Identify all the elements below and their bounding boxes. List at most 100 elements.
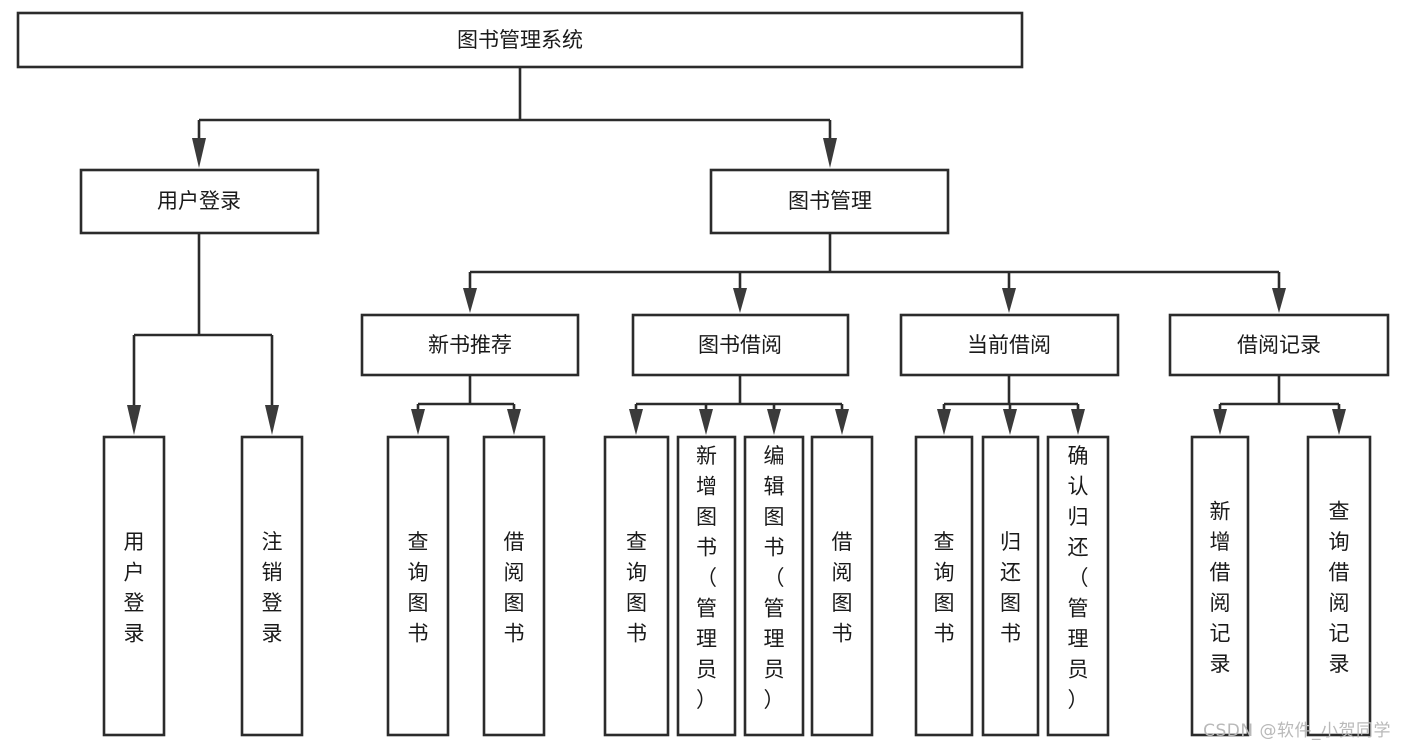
leaf-label-glyph: 图 bbox=[408, 591, 429, 615]
node-root[interactable]: 图书管理系统 bbox=[16, 11, 1024, 69]
node-borrow-record-label: 借阅记录 bbox=[1237, 333, 1321, 357]
leaf-label-glyph: 员 bbox=[1068, 658, 1089, 682]
leaf-return-book-box[interactable] bbox=[981, 435, 1040, 737]
leaf-label-glyph: 阅 bbox=[832, 560, 853, 584]
leaf-label-glyph: 查 bbox=[626, 530, 647, 554]
leaf-query-record-box[interactable] bbox=[1306, 435, 1372, 737]
leaf-label-glyph: 认 bbox=[1068, 475, 1089, 499]
leaf-label-glyph: 阅 bbox=[1210, 591, 1231, 615]
arrow-head-leaf-borrow-book bbox=[835, 409, 849, 435]
leaf-logout-box[interactable] bbox=[240, 435, 304, 737]
leaf-label-glyph: 录 bbox=[262, 621, 283, 645]
leaf-node-query-record[interactable] bbox=[1306, 435, 1372, 737]
leaf-label-glyph: 员 bbox=[764, 658, 785, 682]
leaf-node-add-book[interactable] bbox=[676, 435, 737, 737]
node-book-borrow[interactable]: 图书借阅 bbox=[631, 313, 850, 377]
arrow-head-leaf-query-book-rec bbox=[411, 409, 425, 435]
leaf-label-glyph: 管 bbox=[764, 597, 785, 621]
leaf-label-glyph: ） bbox=[764, 688, 785, 712]
leaf-borrow-book-rec-box[interactable] bbox=[482, 435, 546, 737]
leaf-label-leaf-user-login: 用户登录 bbox=[124, 530, 145, 646]
leaf-label-glyph: 图 bbox=[626, 591, 647, 615]
leaf-label-glyph: 书 bbox=[696, 536, 717, 560]
leaf-node-query-book-borrow[interactable] bbox=[603, 435, 670, 737]
leaf-label-glyph: 书 bbox=[1000, 621, 1021, 645]
leaf-label-leaf-add-record: 新增借阅记录 bbox=[1210, 499, 1231, 676]
leaf-confirm-return-box[interactable] bbox=[1046, 435, 1110, 737]
leaf-node-add-record[interactable] bbox=[1190, 435, 1250, 737]
node-borrow-record[interactable]: 借阅记录 bbox=[1168, 313, 1390, 377]
leaf-label-glyph: 管 bbox=[696, 597, 717, 621]
leaf-node-edit-book[interactable] bbox=[743, 435, 805, 737]
node-current-borrow[interactable]: 当前借阅 bbox=[899, 313, 1120, 377]
leaf-label-glyph: 销 bbox=[262, 560, 283, 584]
leaf-label-glyph: 确 bbox=[1068, 444, 1089, 468]
node-root-box[interactable] bbox=[16, 11, 1024, 69]
leaf-label-layer: 用户登录注销登录查询图书借阅图书查询图书新增图书（管理员）编辑图书（管理员）借阅… bbox=[124, 444, 1350, 712]
node-user-login-box[interactable] bbox=[79, 168, 320, 235]
node-book-manage-box[interactable] bbox=[709, 168, 950, 235]
leaf-node-query-book-rec[interactable] bbox=[386, 435, 450, 737]
leaf-label-glyph: 记 bbox=[1329, 621, 1350, 645]
node-root-label: 图书管理系统 bbox=[457, 28, 583, 52]
leaf-label-glyph: 图 bbox=[1000, 591, 1021, 615]
leaf-label-glyph: 录 bbox=[1329, 652, 1350, 676]
leaf-label-leaf-query-book-rec: 查询图书 bbox=[408, 530, 429, 646]
leaf-label-glyph: 查 bbox=[934, 530, 955, 554]
leaf-query-book-rec-box[interactable] bbox=[386, 435, 450, 737]
node-current-borrow-box[interactable] bbox=[899, 313, 1120, 377]
leaf-node-borrow-book-rec[interactable] bbox=[482, 435, 546, 737]
leaf-label-glyph: 书 bbox=[408, 621, 429, 645]
leaf-label-glyph: 图 bbox=[764, 505, 785, 529]
leaf-node-user-login[interactable] bbox=[102, 435, 166, 737]
leaf-label-glyph: 书 bbox=[832, 621, 853, 645]
leaf-label-glyph: 图 bbox=[696, 505, 717, 529]
leaf-label-glyph: （ bbox=[696, 566, 717, 590]
node-book-manage[interactable]: 图书管理 bbox=[709, 168, 950, 235]
leaf-node-confirm-return[interactable] bbox=[1046, 435, 1110, 737]
arrow-head-user-login bbox=[192, 138, 206, 168]
leaf-label-glyph: 记 bbox=[1210, 621, 1231, 645]
arrow-head-leaf-add-book bbox=[699, 409, 713, 435]
arrow-head-current-borrow bbox=[1002, 288, 1016, 313]
leaf-user-login-box[interactable] bbox=[102, 435, 166, 737]
leaf-label-glyph: 图 bbox=[504, 591, 525, 615]
leaf-node-borrow-book[interactable] bbox=[810, 435, 874, 737]
node-user-login[interactable]: 用户登录 bbox=[79, 168, 320, 235]
leaf-label-leaf-query-book-cur: 查询图书 bbox=[934, 530, 955, 646]
leaf-query-book-borrow-box[interactable] bbox=[603, 435, 670, 737]
node-new-book-rec[interactable]: 新书推荐 bbox=[360, 313, 580, 377]
leaf-query-book-cur-box[interactable] bbox=[914, 435, 974, 737]
leaf-edit-book-box[interactable] bbox=[743, 435, 805, 737]
leaf-label-glyph: 借 bbox=[1210, 560, 1231, 584]
leaf-borrow-book-box[interactable] bbox=[810, 435, 874, 737]
leaf-label-glyph: 书 bbox=[626, 621, 647, 645]
leaf-label-glyph: 阅 bbox=[504, 560, 525, 584]
leaf-label-glyph: 增 bbox=[1210, 530, 1231, 554]
leaf-label-glyph: 还 bbox=[1000, 560, 1021, 584]
node-new-book-rec-box[interactable] bbox=[360, 313, 580, 377]
leaf-label-glyph: 理 bbox=[1068, 627, 1089, 651]
leaf-add-book-box[interactable] bbox=[676, 435, 737, 737]
leaf-label-glyph: 注 bbox=[262, 530, 283, 554]
leaf-label-glyph: ） bbox=[1068, 688, 1089, 712]
leaf-label-glyph: 借 bbox=[504, 530, 525, 554]
leaf-label-glyph: （ bbox=[1068, 566, 1089, 590]
node-borrow-record-box[interactable] bbox=[1168, 313, 1390, 377]
leaf-node-query-book-cur[interactable] bbox=[914, 435, 974, 737]
arrow-head-leaf-query-book-cur bbox=[937, 409, 951, 435]
leaf-add-record-box[interactable] bbox=[1190, 435, 1250, 737]
arrow-head-leaf-query-book-borrow bbox=[629, 409, 643, 435]
leaf-label-glyph: 图 bbox=[832, 591, 853, 615]
arrow-head-borrow-record bbox=[1272, 288, 1286, 313]
leaf-label-glyph: 书 bbox=[504, 621, 525, 645]
leaf-label-glyph: 登 bbox=[262, 591, 283, 615]
leaf-node-return-book[interactable] bbox=[981, 435, 1040, 737]
leaf-label-glyph: 新 bbox=[696, 444, 717, 468]
arrow-head-leaf-logout bbox=[265, 405, 279, 435]
leaf-label-glyph: 借 bbox=[1329, 560, 1350, 584]
node-book-borrow-box[interactable] bbox=[631, 313, 850, 377]
leaf-node-logout[interactable] bbox=[240, 435, 304, 737]
